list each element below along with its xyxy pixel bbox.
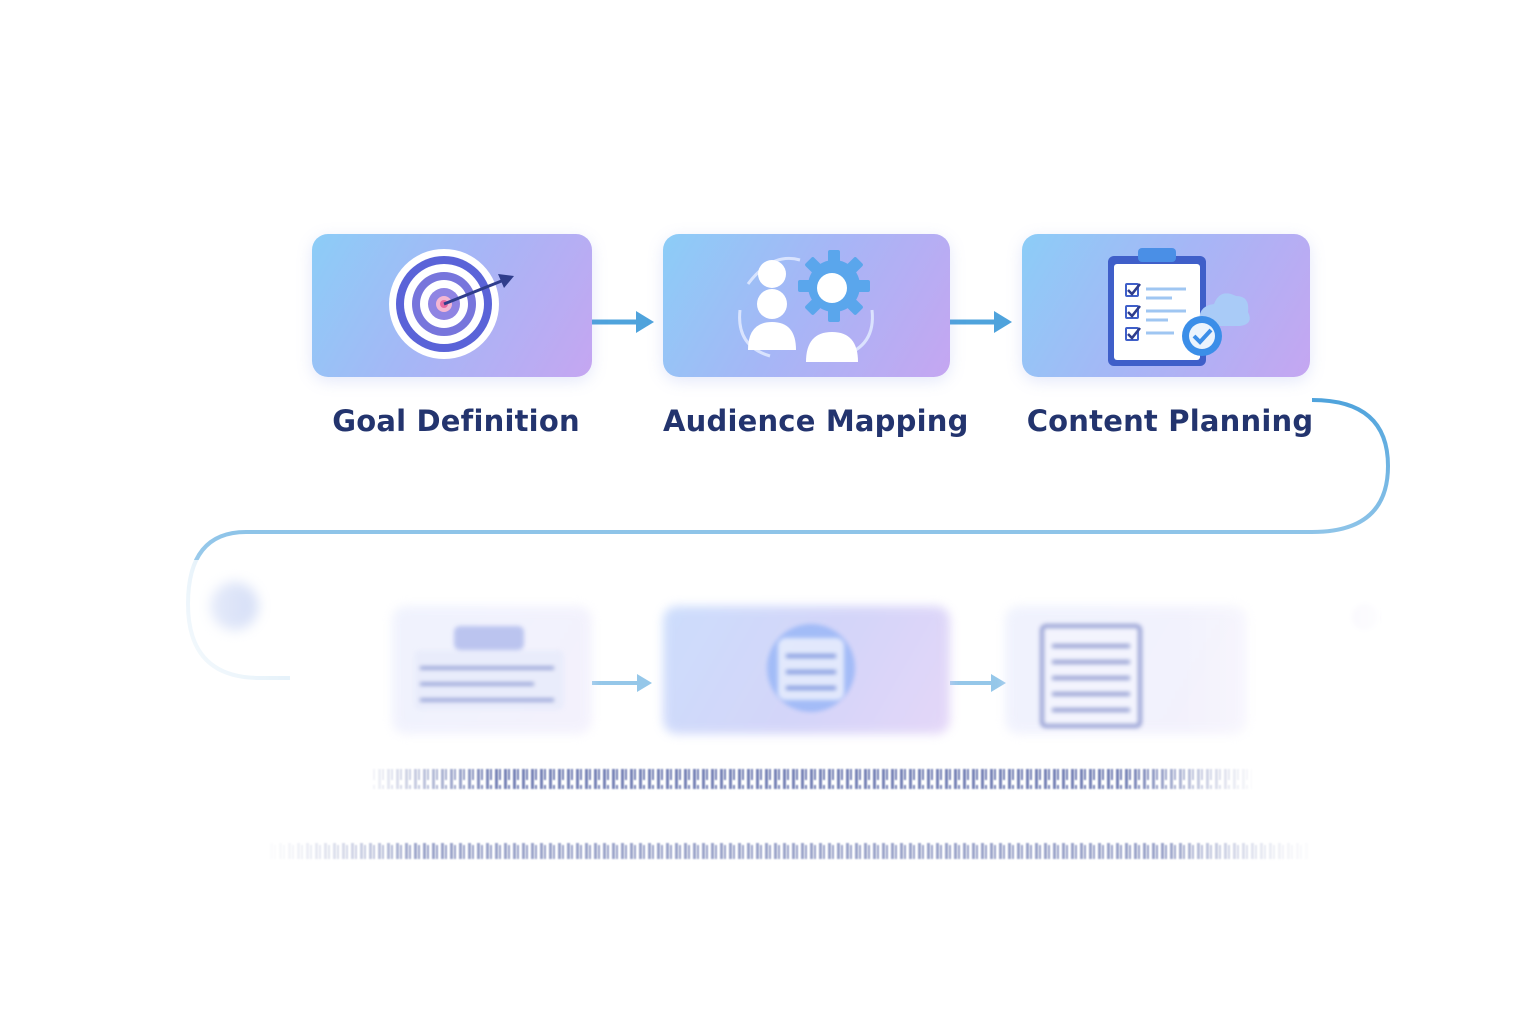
left-fade-overlay bbox=[170, 560, 410, 900]
right-fade-overlay bbox=[1180, 560, 1380, 900]
target-icon bbox=[380, 244, 530, 368]
step-label-content-planning: Content Planning bbox=[1026, 404, 1314, 438]
arrow-5-6 bbox=[950, 674, 1006, 692]
arrow-2-3 bbox=[950, 311, 1012, 333]
people-gear-icon bbox=[730, 248, 880, 372]
step-label-audience-mapping: Audience Mapping bbox=[663, 404, 969, 438]
faded-report-icon bbox=[1040, 624, 1144, 732]
faded-calendar-icon bbox=[766, 616, 856, 720]
step-label-goal-definition: Goal Definition bbox=[332, 404, 580, 438]
clipboard-checklist-icon bbox=[1104, 246, 1254, 374]
arrow-4-5 bbox=[592, 674, 652, 692]
faded-document-icon bbox=[404, 620, 574, 724]
arrow-1-2 bbox=[592, 311, 654, 333]
